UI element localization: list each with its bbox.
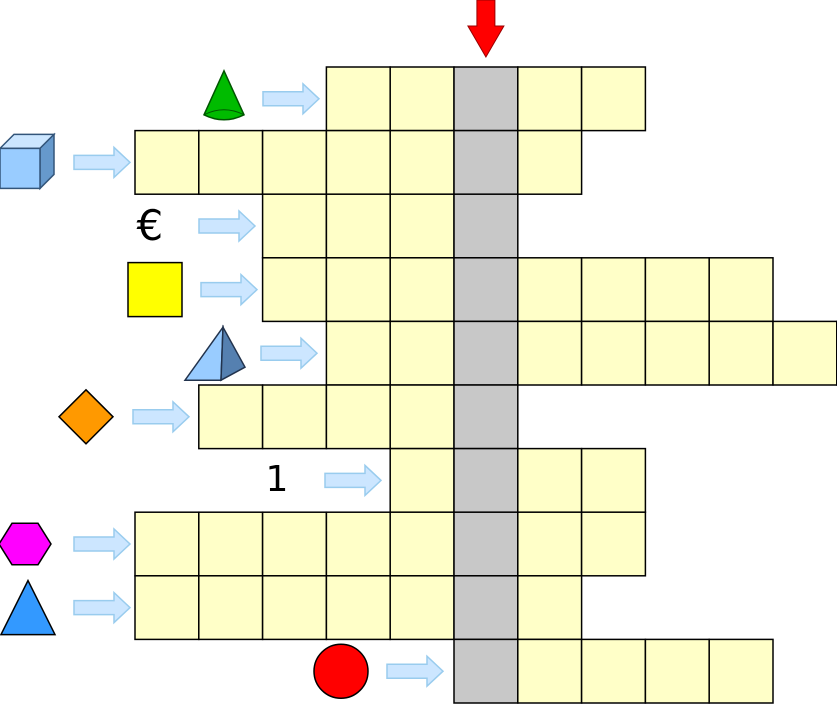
red-down-arrow-icon xyxy=(467,0,505,58)
grid-cell[interactable] xyxy=(325,129,391,195)
green-cone-icon xyxy=(203,68,245,121)
grid-cell[interactable] xyxy=(772,320,837,386)
solution-cell[interactable] xyxy=(453,129,519,195)
grid-cell[interactable] xyxy=(325,66,391,132)
solution-cell[interactable] xyxy=(453,575,519,641)
grid-cell[interactable] xyxy=(389,447,455,513)
grid-cell[interactable] xyxy=(261,575,328,641)
grid-cell[interactable] xyxy=(325,511,391,577)
grid-cell[interactable] xyxy=(389,257,455,323)
grid-cell[interactable] xyxy=(708,638,774,704)
solution-cell[interactable] xyxy=(453,320,519,386)
grid-cell[interactable] xyxy=(389,129,455,195)
grid-cell[interactable] xyxy=(325,320,391,386)
grid-cell[interactable] xyxy=(389,66,455,132)
light-blue-right-arrow-icon xyxy=(73,145,132,180)
grid-cell[interactable] xyxy=(198,129,264,195)
grid-cell[interactable] xyxy=(517,257,583,323)
grid-cell[interactable] xyxy=(708,257,774,323)
grid-cell[interactable] xyxy=(580,257,647,323)
grid-cell[interactable] xyxy=(517,638,583,704)
grid-cell[interactable] xyxy=(644,638,710,704)
magenta-hexagon-icon xyxy=(0,522,52,566)
solution-cell[interactable] xyxy=(453,257,519,323)
light-blue-right-arrow-icon xyxy=(260,336,319,370)
grid-cell[interactable] xyxy=(517,66,583,132)
light-blue-right-arrow-icon xyxy=(262,82,321,116)
light-blue-right-arrow-icon xyxy=(386,654,445,688)
grid-cell[interactable] xyxy=(325,257,391,323)
grid-cell[interactable] xyxy=(580,638,647,704)
grid-cell[interactable] xyxy=(134,511,200,577)
grid-cell[interactable] xyxy=(517,575,583,641)
solution-cell[interactable] xyxy=(453,384,519,450)
grid-cell[interactable] xyxy=(389,511,455,577)
grid-cell[interactable] xyxy=(261,384,328,450)
grid-cell[interactable] xyxy=(517,129,583,195)
grid-cell[interactable] xyxy=(708,320,774,386)
grid-cell[interactable] xyxy=(134,575,200,641)
grid-cell[interactable] xyxy=(261,129,328,195)
grid-cell[interactable] xyxy=(325,384,391,450)
blue-cube-icon xyxy=(0,132,56,191)
red-circle-icon xyxy=(313,643,369,699)
grid-cell[interactable] xyxy=(198,384,264,450)
solution-cell[interactable] xyxy=(453,66,519,132)
grid-cell[interactable] xyxy=(325,575,391,641)
clue-text: 1 xyxy=(265,459,289,501)
grid-cell[interactable] xyxy=(517,511,583,577)
solution-cell[interactable] xyxy=(453,193,519,259)
light-blue-right-arrow-icon xyxy=(198,209,257,243)
grid-cell[interactable] xyxy=(261,511,328,577)
yellow-square-icon xyxy=(127,261,183,318)
grid-cell[interactable] xyxy=(325,193,391,259)
grid-cell[interactable] xyxy=(517,447,583,513)
light-blue-right-arrow-icon xyxy=(73,590,132,625)
light-blue-right-arrow-icon xyxy=(132,400,191,434)
light-blue-right-arrow-icon xyxy=(73,527,132,561)
grid-cell[interactable] xyxy=(261,257,328,323)
light-blue-right-arrow-icon xyxy=(200,272,259,307)
grid-cell[interactable] xyxy=(389,193,455,259)
grid-cell[interactable] xyxy=(389,575,455,641)
grid-cell[interactable] xyxy=(198,511,264,577)
grid-cell[interactable] xyxy=(198,575,264,641)
clue-text: € xyxy=(136,201,164,250)
solution-cell[interactable] xyxy=(453,447,519,513)
grid-cell[interactable] xyxy=(517,320,583,386)
grid-cell[interactable] xyxy=(580,320,647,386)
grid-cell[interactable] xyxy=(389,320,455,386)
grid-cell[interactable] xyxy=(261,193,328,259)
orange-diamond-icon xyxy=(57,388,115,445)
grid-cell[interactable] xyxy=(580,447,647,513)
grid-cell[interactable] xyxy=(134,129,200,195)
grid-cell[interactable] xyxy=(389,384,455,450)
light-blue-right-arrow-icon xyxy=(324,463,383,498)
solution-cell[interactable] xyxy=(453,511,519,577)
solution-cell[interactable] xyxy=(453,638,519,704)
grid-cell[interactable] xyxy=(580,66,647,132)
grid-cell[interactable] xyxy=(644,257,710,323)
blue-triangle-icon xyxy=(0,578,57,636)
blue-pyramid-icon xyxy=(183,324,247,382)
grid-cell[interactable] xyxy=(644,320,710,386)
grid-cell[interactable] xyxy=(580,511,647,577)
